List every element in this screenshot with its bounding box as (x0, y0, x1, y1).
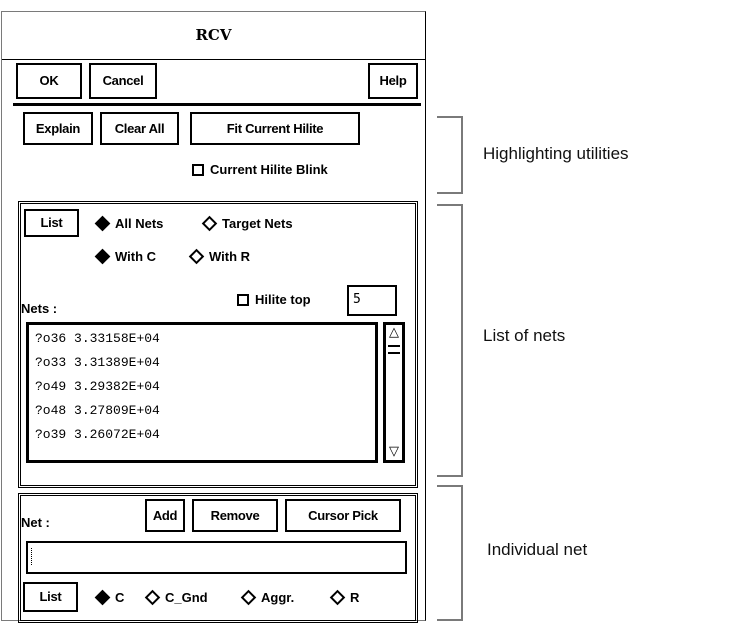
net-label: Net : (21, 515, 50, 530)
radio-c[interactable]: C (94, 589, 125, 606)
net-name: ?o33 (35, 355, 67, 370)
hilite-top-label: Hilite top (255, 292, 311, 307)
help-button[interactable]: Help (368, 63, 418, 99)
net-value: 3.27809E+04 (74, 403, 160, 418)
add-button[interactable]: Add (145, 499, 185, 532)
nets-listbox[interactable]: ?o36 3.33158E+04?o33 3.31389E+04?o49 3.2… (26, 322, 378, 463)
radio-label: R (350, 590, 360, 605)
net-list-item[interactable]: ?o39 3.26072E+04 (29, 423, 375, 447)
highlighting-annotation: Highlighting utilities (483, 144, 629, 163)
net-name: ?o36 (35, 331, 67, 346)
radio-r[interactable]: R (329, 589, 360, 606)
radio-label: C_Gnd (165, 590, 208, 605)
radio-all-nets[interactable]: All Nets (94, 215, 164, 232)
radio-c-gnd[interactable]: C_Gnd (144, 589, 208, 606)
radio-label: Target Nets (222, 216, 293, 231)
diamond-filled-icon (94, 215, 111, 232)
list-of-nets-bracket (437, 204, 463, 477)
rcv-dialog: RCV OK Cancel Help Explain Clear All Fit… (1, 11, 426, 623)
nets-label: Nets : (21, 301, 58, 316)
net-value: 3.31389E+04 (74, 355, 160, 370)
net-list-item[interactable]: ?o36 3.33158E+04 (29, 327, 375, 351)
radio-label: With C (115, 249, 157, 264)
current-hilite-blink-checkbox[interactable]: Current Hilite Blink (192, 162, 328, 177)
list-nets-button[interactable]: List (24, 209, 79, 237)
fit-current-hilite-button[interactable]: Fit Current Hilite (190, 112, 360, 145)
individual-net-annotation: Individual net (487, 540, 588, 559)
hilite-top-value: 5 (353, 292, 361, 307)
clear-all-button[interactable]: Clear All (100, 112, 179, 145)
cancel-button[interactable]: Cancel (89, 63, 157, 99)
diamond-empty-icon (240, 589, 257, 606)
current-hilite-blink-label: Current Hilite Blink (210, 162, 328, 177)
net-name: ?o49 (35, 379, 67, 394)
net-value: 3.26072E+04 (74, 427, 160, 442)
radio-label: C (115, 590, 125, 605)
nets-scrollbar[interactable]: △ ▽ (383, 322, 405, 463)
radio-aggr[interactable]: Aggr. (240, 589, 295, 606)
scroll-down-icon[interactable]: ▽ (389, 444, 399, 459)
checkbox-box[interactable] (192, 163, 204, 176)
diamond-empty-icon (188, 248, 205, 265)
diamond-filled-icon (94, 589, 111, 606)
scroll-thumb[interactable] (388, 345, 400, 354)
net-input[interactable] (26, 541, 407, 574)
radio-with-c[interactable]: With C (94, 248, 157, 265)
diamond-empty-icon (329, 589, 346, 606)
net-value: 3.33158E+04 (74, 331, 160, 346)
checkbox-box[interactable] (237, 293, 249, 306)
list-of-nets-panel: List All Nets Target Nets With C With R … (18, 201, 418, 488)
ok-button[interactable]: OK (16, 63, 82, 99)
dialog-title: RCV (2, 12, 425, 60)
diamond-filled-icon (94, 248, 111, 265)
list-net-button[interactable]: List (23, 582, 78, 612)
remove-button[interactable]: Remove (192, 499, 278, 532)
net-list-item[interactable]: ?o48 3.27809E+04 (29, 399, 375, 423)
cursor-pick-button[interactable]: Cursor Pick (285, 499, 401, 532)
scroll-up-icon[interactable]: △ (389, 325, 399, 340)
diamond-empty-icon (144, 589, 161, 606)
explain-button[interactable]: Explain (23, 112, 93, 145)
individual-net-bracket (437, 485, 463, 621)
radio-label: All Nets (115, 216, 164, 231)
highlighting-bracket (437, 116, 463, 194)
radio-target-nets[interactable]: Target Nets (201, 215, 293, 232)
net-name: ?o39 (35, 427, 67, 442)
net-list-item[interactable]: ?o33 3.31389E+04 (29, 351, 375, 375)
radio-with-r[interactable]: With R (188, 248, 251, 265)
radio-label: Aggr. (261, 590, 295, 605)
radio-label: With R (209, 249, 251, 264)
net-name: ?o48 (35, 403, 67, 418)
individual-net-panel: Net : Add Remove Cursor Pick List C C_Gn… (18, 493, 418, 623)
net-value: 3.29382E+04 (74, 379, 160, 394)
list-of-nets-annotation: List of nets (483, 326, 566, 345)
hilite-top-checkbox[interactable]: Hilite top (237, 292, 311, 307)
hilite-top-input[interactable]: 5 (347, 285, 397, 316)
separator (13, 103, 421, 106)
text-cursor-icon (31, 548, 37, 565)
net-list-item[interactable]: ?o49 3.29382E+04 (29, 375, 375, 399)
diamond-empty-icon (201, 215, 218, 232)
